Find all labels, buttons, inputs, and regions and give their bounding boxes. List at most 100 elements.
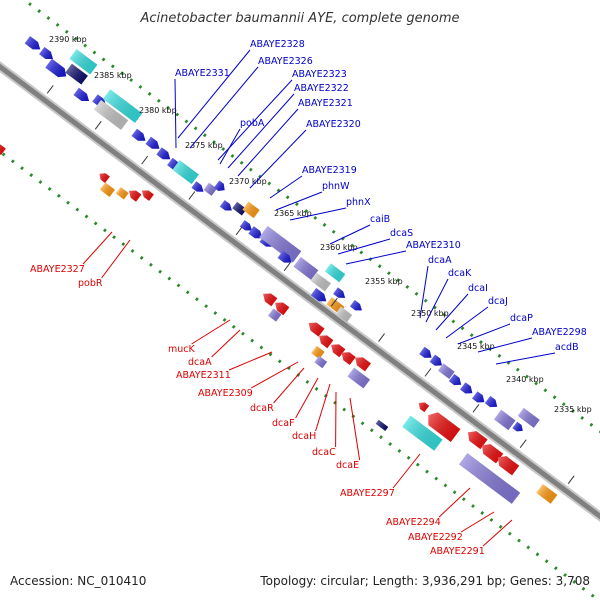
scale-tick [378, 333, 385, 342]
blue-gene-feature [248, 226, 263, 239]
cyan-gene-feature [69, 49, 98, 75]
scale-tick [567, 475, 575, 484]
forward-label-leader [337, 238, 391, 255]
scale-tick [141, 155, 149, 165]
reverse-label-leader [228, 351, 273, 371]
scale-tick [472, 404, 480, 413]
blue-gene-feature [310, 288, 327, 302]
forward-gene-label: dcaP [510, 313, 533, 324]
red-gene-feature [467, 431, 488, 450]
forward-gene-label: caiB [370, 214, 390, 225]
red-gene-feature [341, 352, 356, 366]
genome-summary-text: Topology: circular; Length: 3,936,291 bp… [259, 574, 590, 588]
forward-gene-label: dcaI [468, 283, 488, 294]
gene-features [0, 36, 558, 504]
forward-gene-label: pobA [240, 118, 265, 129]
forward-gene-label: ABAYE2320 [306, 119, 361, 130]
scale-tick-label: 2340 kbp [506, 375, 544, 384]
blue-gene-feature [24, 36, 41, 50]
navy-gene-feature [65, 63, 88, 85]
red-gene-feature [99, 173, 110, 183]
blue-gene-feature [349, 300, 362, 311]
red-gene-feature [0, 144, 6, 155]
red-gene-feature [263, 293, 278, 307]
orange-gene-feature [311, 345, 325, 360]
forward-gene-label: ABAYE2323 [292, 69, 347, 80]
navy-gene-feature [232, 201, 247, 216]
scale-tick-label: 2375 kbp [185, 141, 223, 150]
red-gene-feature [418, 402, 430, 413]
reverse-label-leader [349, 397, 361, 461]
reverse-gene-label: ABAYE2291 [430, 546, 485, 557]
scale-tick-label: 2365 kbp [274, 209, 312, 218]
forward-gene-label: dcaK [448, 268, 472, 279]
forward-gene-label: ABAYE2319 [302, 165, 357, 176]
blue-gene-feature [419, 346, 432, 358]
cyan-gene-feature [172, 160, 199, 185]
blue-gene-feature [219, 200, 232, 211]
forward-gene-label: acdB [555, 342, 579, 353]
forward-label-leader [289, 207, 347, 221]
reverse-gene-label: ABAYE2297 [340, 488, 395, 499]
blue-gene-feature [460, 382, 473, 394]
forward-label-leader [495, 352, 556, 365]
forward-label-leader [425, 278, 449, 323]
forward-label-leader [174, 78, 177, 149]
reverse-label-leader [273, 367, 305, 404]
purple-gene-feature [268, 308, 282, 322]
reverse-label-leader [438, 487, 471, 518]
reverse-label-leader [191, 319, 231, 345]
scale-tick-label: 2385 kbp [94, 71, 132, 80]
blue-gene-feature [333, 287, 346, 298]
scale-tick-label: 2380 kbp [139, 106, 177, 115]
cyan-gene-feature [324, 263, 346, 283]
red-gene-feature [428, 412, 461, 442]
blue-gene-feature [213, 180, 225, 191]
scale-tick [283, 262, 291, 272]
purple-gene-feature [259, 226, 302, 263]
forward-gene-label: phnW [322, 181, 350, 192]
forward-gene-label: ABAYE2326 [258, 56, 313, 67]
accession-text: Accession: NC_010410 [10, 574, 146, 588]
forward-label-leader [477, 337, 533, 353]
blue-gene-feature [145, 136, 160, 149]
purple-gene-feature [459, 453, 521, 504]
reverse-gene-label: mucK [168, 344, 195, 355]
forward-gene-label: dcaJ [488, 296, 508, 307]
red-gene-feature [482, 444, 504, 464]
reverse-gene-label: ABAYE2309 [198, 388, 253, 399]
forward-label-leader [269, 175, 303, 199]
navy-gene-feature [375, 419, 389, 431]
reverse-label-leader [295, 377, 319, 419]
red-gene-feature [355, 357, 371, 372]
forward-label-leader [275, 191, 323, 211]
blue-gene-feature [156, 147, 171, 160]
scale-tick-label: 2390 kbp [49, 35, 87, 44]
red-gene-feature [308, 322, 325, 337]
reverse-label-leader [315, 383, 331, 432]
scale-tick-label: 2370 kbp [229, 177, 267, 186]
reverse-gene-label: ABAYE2327 [30, 264, 85, 275]
forward-label-leader [457, 323, 511, 345]
forward-label-leader [237, 108, 299, 177]
blue-gene-feature [191, 181, 204, 192]
reverse-gene-label: ABAYE2294 [386, 517, 441, 528]
reverse-gene-label: dcaE [336, 460, 359, 471]
purple-gene-feature [293, 257, 319, 280]
purple-gene-feature [203, 182, 217, 196]
red-gene-feature [141, 190, 154, 201]
forward-label-leader [177, 49, 251, 139]
blue-gene-feature [277, 250, 292, 263]
scale-tick [188, 191, 196, 200]
forward-label-leader [227, 93, 295, 169]
purple-gene-feature [347, 367, 371, 389]
forward-gene-label: phnX [346, 197, 371, 208]
reverse-gene-label: dcaC [312, 447, 336, 458]
scale-tick-label: 2360 kbp [320, 243, 358, 252]
forward-label-leader [249, 129, 307, 189]
blue-gene-feature [472, 391, 485, 403]
scale-tick [424, 368, 432, 377]
blue-gene-feature [39, 46, 53, 59]
reverse-gene-label: dcaF [272, 418, 295, 429]
scale-tick-label: 2355 kbp [365, 277, 403, 286]
